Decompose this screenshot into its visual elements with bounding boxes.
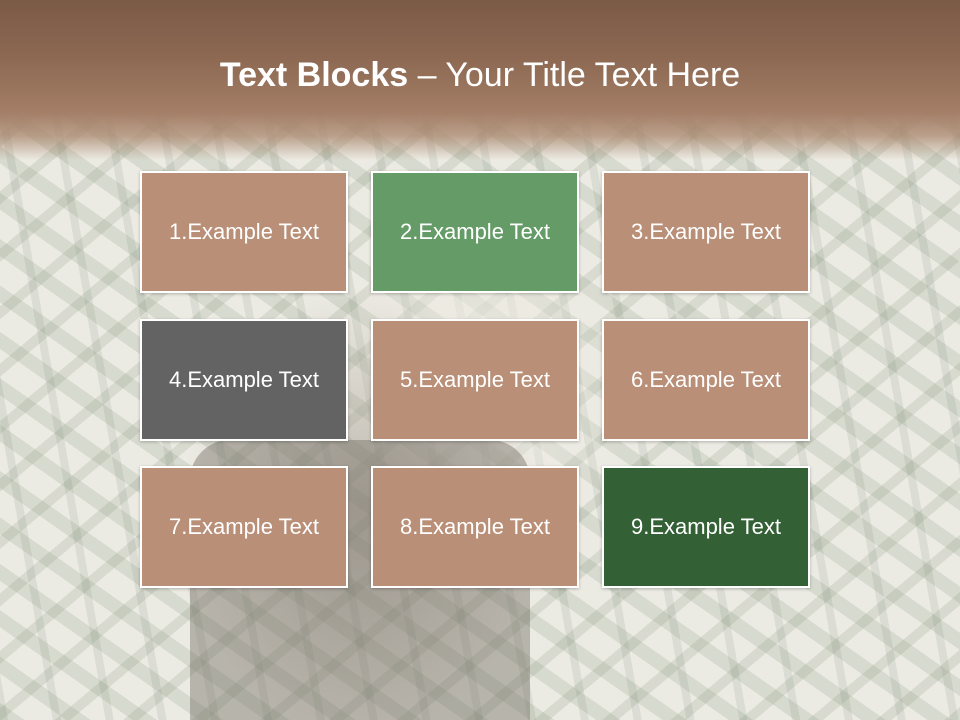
slide-title[interactable]: Text Blocks – Your Title Text Here [0,52,960,98]
text-block-label: 3.Example Text [630,219,781,244]
text-block-label: 2.Example Text [399,219,550,244]
header-band [0,0,960,160]
text-block-label: 8.Example Text [399,514,550,539]
text-block-label: 6.Example Text [630,367,781,392]
text-block-1[interactable]: 1.Example Text [140,171,348,293]
text-block-label: 1.Example Text [168,219,319,244]
text-block-8[interactable]: 8.Example Text [371,466,579,588]
text-block-label: 5.Example Text [399,367,550,392]
text-blocks-grid: 1.Example Text 2.Example Text 3.Example … [138,171,818,596]
text-block-9[interactable]: 9.Example Text [602,466,810,588]
text-block-3[interactable]: 3.Example Text [602,171,810,293]
text-block-4[interactable]: 4.Example Text [140,319,348,441]
title-rest-part: Your Title Text Here [445,56,741,94]
text-block-5[interactable]: 5.Example Text [371,319,579,441]
title-bold-part: Text Blocks [219,56,409,94]
text-block-label: 7.Example Text [168,514,319,539]
title-dash: – [408,56,446,94]
text-block-7[interactable]: 7.Example Text [140,466,348,588]
text-block-2[interactable]: 2.Example Text [371,171,579,293]
businessman-silhouette [100,210,620,720]
text-block-label: 4.Example Text [168,367,319,392]
text-block-6[interactable]: 6.Example Text [602,319,810,441]
text-block-label: 9.Example Text [630,514,781,539]
